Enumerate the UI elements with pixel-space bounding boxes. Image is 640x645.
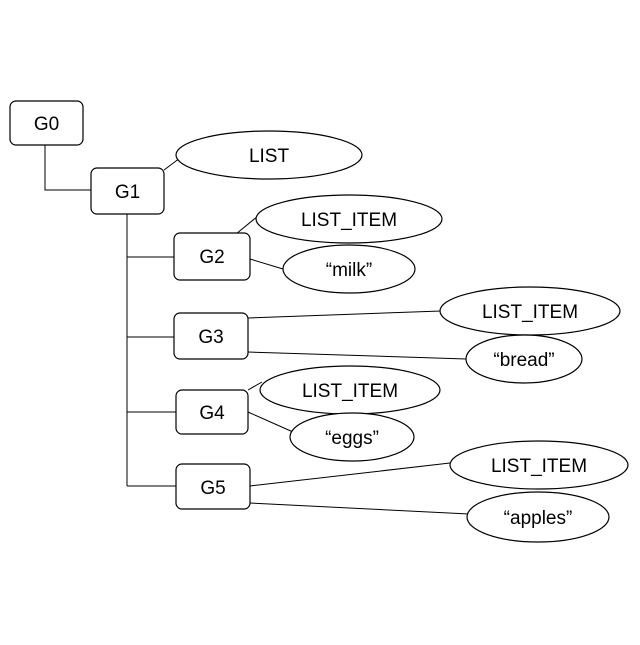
- ellipse-g5-item: LIST_ITEM: [450, 441, 628, 489]
- ellipse-g4-item: LIST_ITEM: [260, 366, 440, 414]
- edge-g3-value: [248, 352, 466, 359]
- ellipse-g3-item: LIST_ITEM: [440, 287, 620, 335]
- node-g5: G5: [176, 464, 250, 509]
- node-g2: G2: [174, 233, 250, 280]
- ellipse-g4-value: “eggs”: [290, 413, 414, 461]
- node-g1-label: G1: [115, 182, 140, 203]
- ellipse-list: LIST: [176, 131, 362, 179]
- edge-g5-item: [250, 463, 450, 486]
- edge-g0-g1: [45, 145, 91, 190]
- ellipse-g3-value-label: “bread”: [493, 350, 554, 371]
- node-g3-label: G3: [198, 327, 223, 348]
- ellipse-g5-value-label: “apples”: [504, 508, 573, 529]
- ellipse-g2-item: LIST_ITEM: [256, 195, 442, 243]
- ellipse-g3-value: “bread”: [466, 335, 582, 383]
- ellipse-g3-item-label: LIST_ITEM: [482, 302, 578, 323]
- ellipse-g2-item-label: LIST_ITEM: [301, 210, 397, 231]
- edge-g2-item: [236, 216, 258, 234]
- node-g3: G3: [174, 313, 248, 359]
- ellipse-g2-value: “milk”: [283, 245, 415, 293]
- ellipse-list-label: LIST: [249, 146, 290, 167]
- ellipse-g4-value-label: “eggs”: [325, 428, 379, 449]
- ellipse-g2-value-label: “milk”: [326, 260, 372, 281]
- node-g0-label: G0: [34, 114, 59, 135]
- ellipse-g5-item-label: LIST_ITEM: [491, 456, 587, 477]
- ellipse-g5-value: “apples”: [467, 492, 609, 542]
- edge-g3-item: [248, 311, 441, 318]
- edge-g4-value: [248, 412, 293, 432]
- node-g5-label: G5: [200, 478, 225, 499]
- node-g4: G4: [176, 390, 248, 434]
- node-g4-label: G4: [199, 403, 225, 424]
- node-g2-label: G2: [199, 247, 224, 268]
- node-g0: G0: [10, 101, 83, 145]
- ellipse-g4-item-label: LIST_ITEM: [302, 381, 398, 402]
- node-g1: G1: [91, 168, 164, 214]
- edge-g5-value: [250, 503, 469, 514]
- edge-g2-value: [250, 259, 283, 269]
